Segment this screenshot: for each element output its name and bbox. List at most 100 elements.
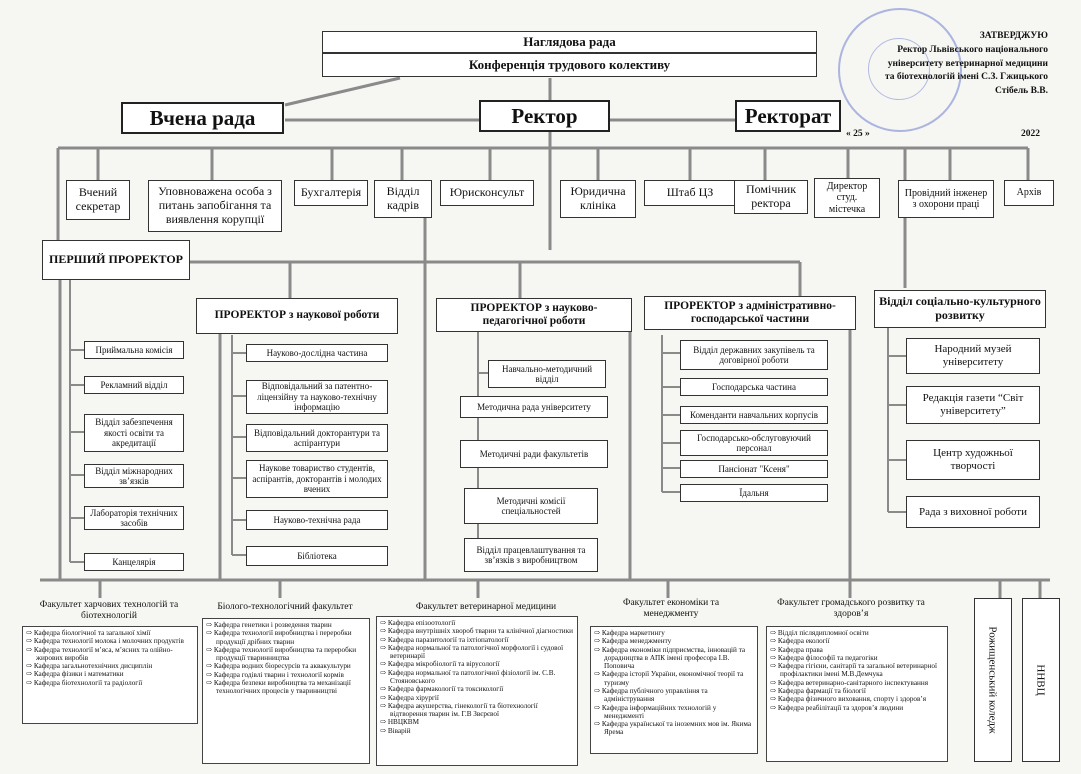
approval-year: 2022	[1021, 129, 1040, 139]
dept-item: Кафедра технології м’яса, м’ясних та олі…	[26, 646, 194, 663]
unit-box: Директор студ. містечка	[814, 178, 880, 218]
unit-box: Юридична клініка	[560, 180, 636, 218]
dept-item: Кафедра маркетингу	[594, 629, 754, 637]
dept-item: Кафедра мікробіології та вірусології	[380, 660, 574, 668]
nnvc-box: ННВЦ	[1022, 598, 1060, 762]
vice-rector-research: ПРОРЕКТОР з наукової роботи	[196, 298, 398, 334]
approval-date: « 25 »	[846, 129, 870, 139]
dept-item: Кафедра ветеринарно-санітарного інспекту…	[770, 679, 944, 687]
unit-box: Відділ кадрів	[374, 180, 432, 218]
first-vice-item: Лабораторія технічних засобів	[84, 506, 184, 530]
faculty-title: Факультет ветеринарної медицини	[415, 602, 557, 612]
vice-rector-pedagogy: ПРОРЕКТОР з науково-педагогічної роботи	[436, 298, 632, 332]
approval-block: ЗАТВЕРДЖУЮ Ректор Львівського національн…	[862, 30, 1048, 99]
dept-item: Кафедра фізики і математики	[26, 670, 194, 678]
dept-item: Відділ післядипломної освіти	[770, 629, 944, 637]
first-vice-item: Канцелярія	[84, 553, 184, 571]
admin-item: Відділ державних закупівель та договірно…	[680, 340, 828, 370]
pedagogy-item: Методична рада університету	[460, 396, 608, 418]
first-vice-rector: ПЕРШИЙ ПРОРЕКТОР	[42, 240, 190, 280]
academic-council: Вчена рада	[121, 102, 284, 134]
dept-item: Кафедра внутрішніх хвороб тварин та клін…	[380, 627, 574, 635]
dept-item: Кафедра реабілітації та здоров’я людини	[770, 704, 944, 712]
social-item: Рада з виховної роботи	[906, 496, 1040, 528]
faculty-dept-list: Кафедра біологічної та загальної хімії К…	[22, 626, 198, 724]
supervisory-board: Наглядова рада	[322, 31, 817, 53]
dept-item: Кафедра гігієни, санітарії та загальної …	[770, 662, 944, 679]
unit-box: Штаб ЦЗ	[644, 180, 736, 206]
faculty-title: Факультет харчових технологій та біотехн…	[39, 600, 179, 621]
rectorate: Ректорат	[735, 100, 841, 132]
unit-box: Провідний інженер з охорони праці	[898, 180, 994, 218]
dept-item: Кафедра історії України, економічної тео…	[594, 670, 754, 687]
social-item: Народний музей університету	[906, 338, 1040, 374]
admin-item: Господарська частина	[680, 378, 828, 396]
dept-item: Кафедра фармакології та токсикології	[380, 685, 574, 693]
dept-item: Кафедра української та іноземних мов ім.…	[594, 720, 754, 737]
faculty-title: Біолого-технологічний факультет	[217, 602, 353, 612]
dept-item: Кафедра технології молока і молочних про…	[26, 637, 194, 645]
approval-line: та біотехнологій імені С.З. Гжицького	[885, 72, 1048, 83]
dept-item: Кафедра екології	[770, 637, 944, 645]
rozhyshche-college: Рожищенський коледж	[974, 598, 1012, 762]
approval-title: ЗАТВЕРДЖУЮ	[979, 31, 1048, 41]
seal-emblem	[868, 38, 930, 100]
dept-item: Кафедра менеджменту	[594, 637, 754, 645]
dept-item: Кафедра акушерства, гінекології та біоте…	[380, 702, 574, 719]
dept-item: Кафедра технології виробництва і перероб…	[206, 629, 366, 646]
dept-item: Кафедра фармації та біології	[770, 687, 944, 695]
faculty-title: Факультет економіки та менеджменту	[622, 598, 720, 619]
social-item: Центр художньої творчості	[906, 440, 1040, 480]
dept-item: Кафедра філософії та педагогіки	[770, 654, 944, 662]
dept-item: Кафедра епізоотології	[380, 619, 574, 627]
dept-item: Кафедра біотехнології та радіології	[26, 679, 194, 687]
first-vice-item: Приймальна комісія	[84, 341, 184, 359]
research-item: Науково-технічна рада	[246, 510, 388, 530]
dept-item: Кафедра хірургії	[380, 694, 574, 702]
faculty-dept-list: Кафедра епізоотології Кафедра внутрішніх…	[376, 616, 578, 766]
research-item: Відповідальний докторантури та аспіранту…	[246, 424, 388, 452]
research-item: Науково-дослідна частина	[246, 344, 388, 362]
pedagogy-item: Відділ працевлаштування та зв’язків з ви…	[464, 538, 598, 572]
dept-item: Кафедра інформаційних технологій у менед…	[594, 704, 754, 721]
unit-box: Юрисконсульт	[440, 180, 534, 206]
dept-item: Кафедра генетики і розведення тварин	[206, 621, 366, 629]
college-label: Рожищенський коледж	[987, 626, 1000, 734]
unit-box: Архів	[1004, 180, 1054, 206]
approval-signature: Стібель В.В.	[994, 86, 1048, 97]
dept-item: Кафедра нормальної та патологічної фізіо…	[380, 669, 574, 686]
university-seal	[838, 8, 962, 132]
dept-item: Кафедра економіки підприємства, інноваці…	[594, 646, 754, 671]
dept-item: Кафедра водних біоресурсів та аквакульту…	[206, 662, 366, 670]
dept-item: Кафедра фізичного виховання, спорту і зд…	[770, 695, 944, 703]
dept-item: Кафедра загальнотехнічних дисциплін	[26, 662, 194, 670]
admin-item: Господарсько-обслуговуючий персонал	[680, 430, 828, 456]
first-vice-item: Відділ забезпечення якості освіти та акр…	[84, 414, 184, 452]
dept-item: Кафедра публічного управління та адмініс…	[594, 687, 754, 704]
faculty-dept-list: Кафедра маркетингу Кафедра менеджменту К…	[590, 626, 758, 754]
pedagogy-item: Навчально-методичний відділ	[488, 360, 606, 388]
unit-box: Помічник ректора	[734, 180, 808, 214]
dept-item: Кафедра безпеки виробництва та механізац…	[206, 679, 366, 696]
admin-item: Коменданти навчальних корпусів	[680, 406, 828, 424]
rector: Ректор	[479, 100, 610, 132]
admin-item: Пансіонат "Ксеня"	[680, 460, 828, 478]
labor-conference: Конференція трудового колективу	[322, 53, 817, 77]
first-vice-item: Відділ міжнародних зв’язків	[84, 464, 184, 488]
research-item: Бібліотека	[246, 546, 388, 566]
social-item: Редакція газети “Світ університету”	[906, 386, 1040, 424]
research-item: Наукове товариство студентів, аспірантів…	[246, 460, 388, 498]
dept-item: НВЦКВМ	[380, 718, 574, 726]
approval-line: університету ветеринарної медицини	[887, 58, 1048, 69]
dept-item: Кафедра паразитології та іхтіопатології	[380, 636, 574, 644]
social-cultural-dept: Відділ соціально-культурного розвитку	[874, 290, 1046, 328]
dept-item: Віварій	[380, 727, 574, 735]
vice-rector-admin: ПРОРЕКТОР з адміністративно-господарсько…	[644, 296, 856, 330]
approval-line: Ректор Львівського національного	[897, 44, 1048, 55]
pedagogy-item: Методичні ради факультетів	[460, 440, 608, 468]
dept-item: Кафедра права	[770, 646, 944, 654]
unit-box: Бухгалтерія	[294, 180, 368, 206]
nnvc-label: ННВЦ	[1034, 664, 1047, 696]
dept-item: Кафедра технології виробництва та переро…	[206, 646, 366, 663]
